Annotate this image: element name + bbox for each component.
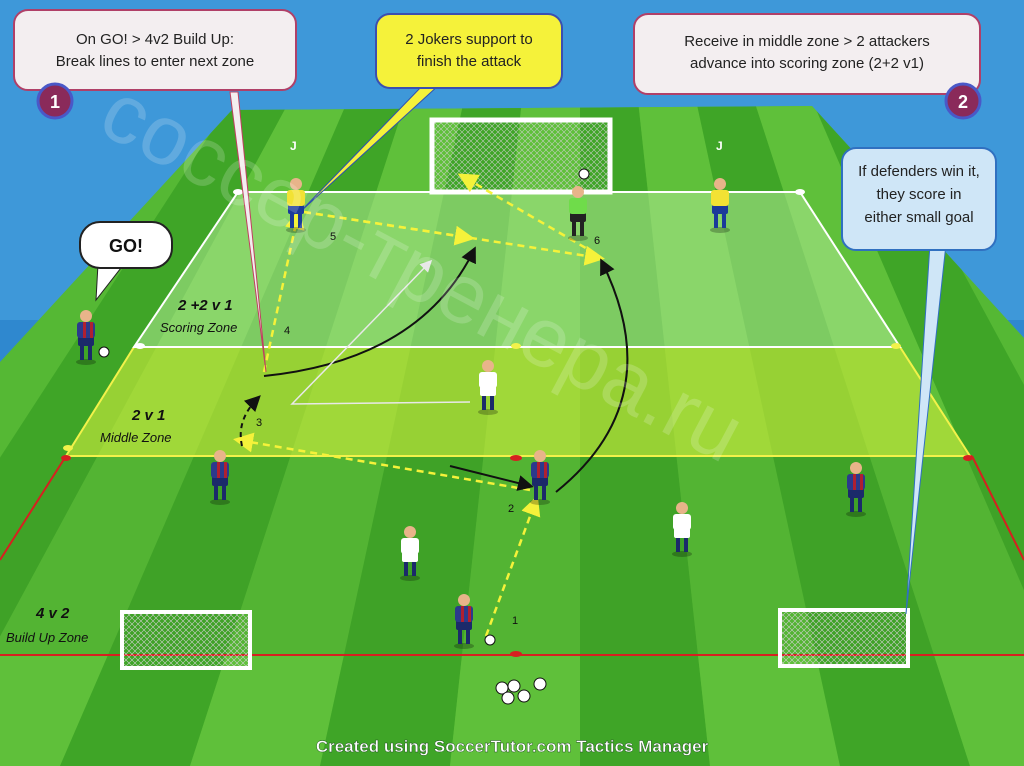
middle-zone-subtitle: Middle Zone: [100, 430, 172, 445]
defender-left: [400, 526, 420, 581]
callout-4: If defenders win it, they score in eithe…: [841, 147, 997, 251]
build-up-zone-subtitle: Build Up Zone: [6, 630, 88, 645]
callout-2-line2: finish the attack: [417, 53, 522, 70]
step-2: 2: [508, 503, 514, 515]
middle-zone: [66, 347, 970, 456]
pass-lines: [233, 173, 629, 637]
callout-1: On GO! > 4v2 Build Up: Break lines to en…: [13, 9, 297, 120]
go-bubble: GO!: [79, 221, 173, 269]
scoring-zone: [134, 192, 900, 347]
scoring-zone-title: 2 +2 v 1: [177, 297, 233, 314]
attacker-center: [530, 450, 550, 505]
callout-pointers: [95, 83, 947, 615]
badge-2: [944, 82, 982, 120]
callout-4-line3: either small goal: [864, 209, 973, 226]
build-up-zone-title: 4 v 2: [35, 605, 70, 622]
step-5: 5: [330, 231, 336, 243]
cones: [61, 189, 973, 657]
small-goal-left: [120, 610, 252, 670]
callout-3-line1: Receive in middle zone > 2 attackers: [684, 33, 930, 50]
attacker-left-middle: [210, 450, 230, 505]
step-6: 6: [594, 235, 600, 247]
callout-2: 2 Jokers support to finish the attack: [375, 13, 563, 89]
ball-2: [484, 634, 496, 646]
badge-2-label: 2: [958, 92, 968, 112]
step-4: 4: [284, 325, 290, 337]
step-3: 3: [256, 417, 262, 429]
small-goal-right: [778, 608, 910, 668]
main-goal: [429, 117, 613, 195]
callout-3-line2: advance into scoring zone (2+2 v1): [690, 55, 924, 72]
player-coach-go: [76, 310, 96, 365]
ball-1: [98, 346, 110, 358]
build-up-zone: [0, 456, 1024, 655]
joker-right: [710, 178, 730, 233]
attacker-bottom: [454, 594, 474, 649]
step-1: 1: [512, 615, 518, 627]
callout-4-line2: they score in: [876, 186, 961, 203]
joker-label-right: J: [716, 139, 723, 153]
footer-credit: Created using SoccerTutor.com Tactics Ma…: [316, 737, 709, 756]
ball-3: [578, 168, 590, 180]
defender-middle: [478, 360, 498, 415]
joker-left: [286, 178, 306, 233]
callout-1-line2: Break lines to enter next zone: [56, 53, 254, 70]
callout-3: Receive in middle zone > 2 attackers adv…: [633, 13, 982, 120]
badge-1-label: 1: [50, 92, 60, 112]
badge-1: [36, 82, 74, 120]
joker-label-left: J: [290, 139, 297, 153]
goalkeeper: [568, 186, 588, 241]
ball-pile: [495, 677, 547, 705]
callout-4-line1: If defenders win it,: [858, 163, 980, 180]
go-label: GO!: [109, 236, 143, 256]
step-numbers: 1 2 3 4 5 6: [256, 231, 600, 627]
callout-2-line1: 2 Jokers support to: [405, 31, 533, 48]
defender-right: [672, 502, 692, 557]
zone-labels: 2 +2 v 1 Scoring Zone 2 v 1 Middle Zone …: [6, 297, 237, 645]
middle-zone-title: 2 v 1: [131, 407, 165, 424]
attacker-right: [846, 462, 866, 517]
scoring-zone-subtitle: Scoring Zone: [160, 320, 237, 335]
callout-1-line1: On GO! > 4v2 Build Up:: [76, 31, 234, 48]
